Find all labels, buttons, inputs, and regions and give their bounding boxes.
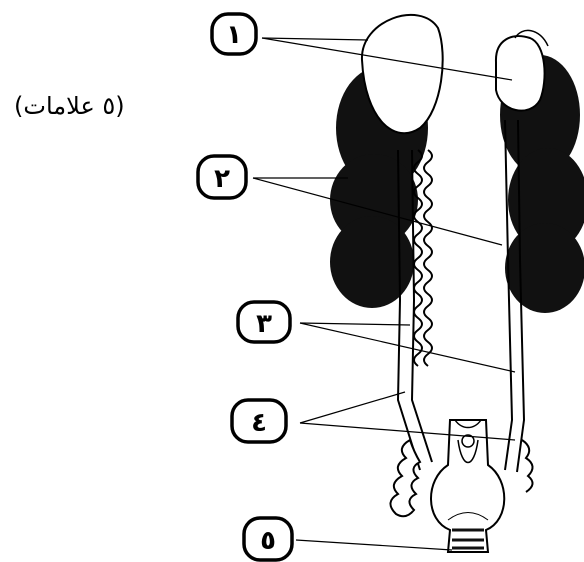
right-seminal-vesicle <box>522 440 533 492</box>
label-1: ١ <box>226 20 242 50</box>
right-upper-gland <box>496 36 545 111</box>
left-coiled-duct <box>414 150 422 366</box>
central-gland <box>431 420 504 552</box>
label-badge-5: ٥ <box>244 518 292 560</box>
label-3: ٣ <box>256 309 272 339</box>
label-badge-1: ١ <box>212 14 256 54</box>
label-4: ٤ <box>251 408 267 438</box>
label-badge-3: ٣ <box>238 302 290 342</box>
label-badge-4: ٤ <box>232 400 286 442</box>
left-seminal-vesicle <box>390 440 420 516</box>
right-duct <box>505 120 512 470</box>
label-5: ٥ <box>260 526 276 556</box>
label-2: ٢ <box>214 164 230 194</box>
label-badge-2: ٢ <box>198 156 246 198</box>
